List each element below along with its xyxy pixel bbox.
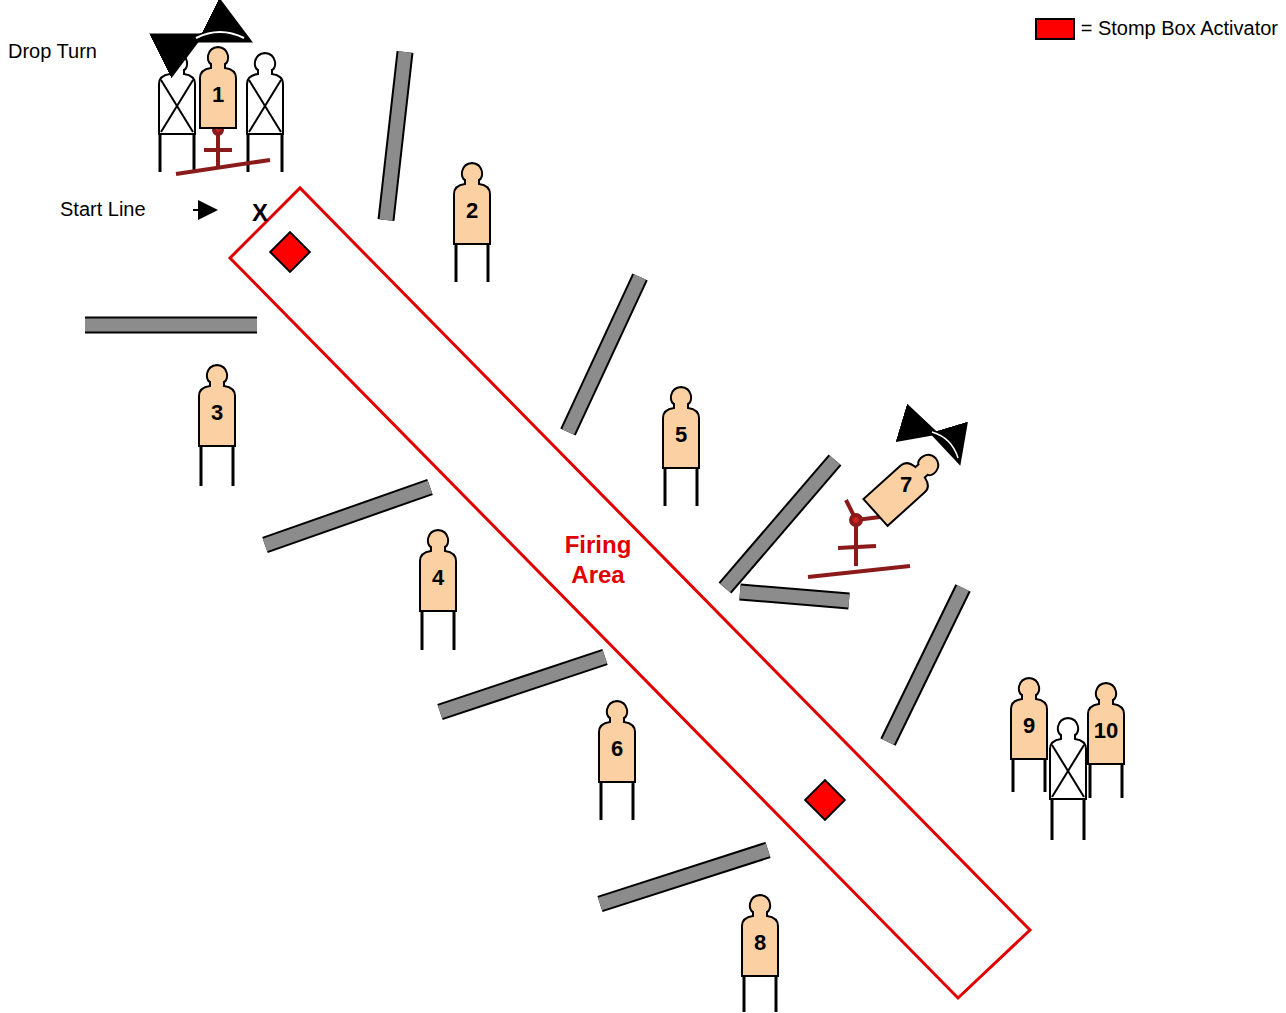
target-number: 3 [195,400,239,426]
turner-stand [176,126,270,174]
stage-note: Drop Turn [8,40,97,63]
target-number: 9 [1007,713,1051,739]
target: 10 [1084,680,1128,766]
no-shoot-targets [159,53,1086,840]
target-number: 7 [884,472,928,498]
target: 4 [416,527,460,613]
stomp-box [805,780,845,820]
stomp-box [270,232,310,272]
legend-swatch [1035,18,1075,40]
target: 9 [1007,675,1051,761]
target: 5 [659,384,703,470]
firing-area-outline [225,183,1035,1003]
pointer-arrow [193,209,214,211]
target: 3 [195,362,239,448]
start-mark: X [252,199,268,227]
target-number: 4 [416,565,460,591]
target-number: 2 [450,198,494,224]
target-number: 1 [196,82,240,108]
legend-text: = Stomp Box Activator [1081,17,1278,40]
target-number: 6 [595,736,639,762]
target: 1 [196,44,240,130]
swing-arrow-fill [932,432,958,458]
turn-arrow [196,32,244,38]
target-stands [201,244,1122,1012]
target: 8 [738,892,782,978]
firing-area: Firing Area [225,183,1035,1003]
legend-row: = Stomp Box Activator [1035,17,1278,40]
barrier-walls [85,52,963,904]
start-label: Start Line [60,198,146,221]
target-number: 10 [1084,718,1128,744]
target: 6 [595,698,639,784]
turn-arrow-fill [196,32,244,38]
target: 2 [450,160,494,246]
target-number: 8 [738,930,782,956]
target-number: 5 [659,422,703,448]
area-label: Firing Area [548,530,648,590]
swing-arrow [932,432,958,458]
target: 7 [884,442,928,528]
